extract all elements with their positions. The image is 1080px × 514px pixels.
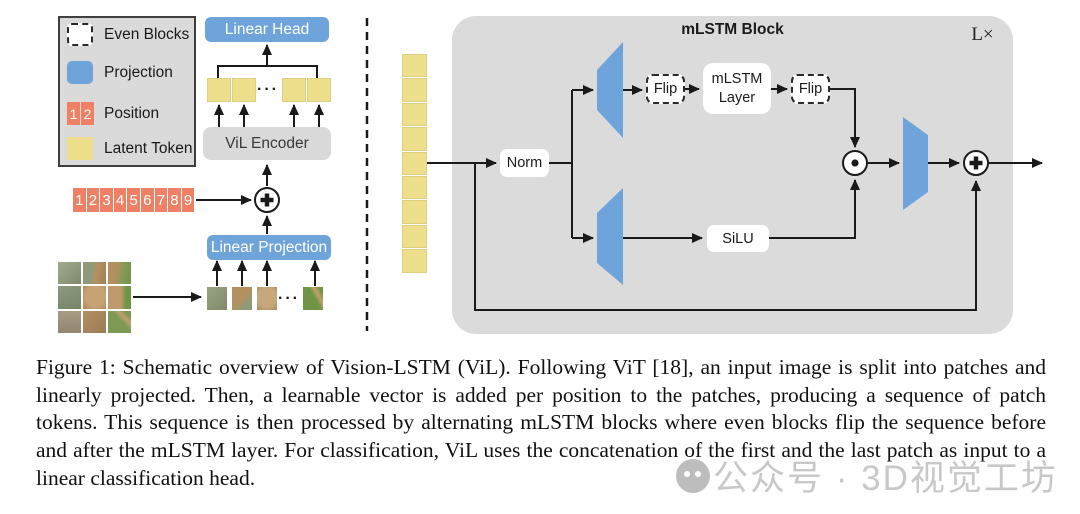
legend-item-position: 1 2 Position bbox=[67, 102, 159, 125]
image-cell bbox=[58, 286, 81, 309]
latent-token-swatch-icon bbox=[67, 137, 93, 160]
residual-skip-connection bbox=[474, 163, 981, 311]
down-projection-trapezoid bbox=[903, 117, 928, 210]
image-cell bbox=[108, 286, 131, 309]
linear-projection-box: Linear Projection bbox=[207, 235, 331, 260]
latent-token bbox=[402, 200, 427, 224]
legend-item-even-blocks: Even Blocks bbox=[67, 23, 189, 46]
mlstm-layer-line2: Layer bbox=[718, 89, 756, 106]
diagram-wires bbox=[133, 18, 1043, 331]
position-token: 2 bbox=[86, 188, 100, 212]
add-circle-left bbox=[254, 187, 280, 213]
image-patch bbox=[232, 287, 252, 310]
up-projection-trapezoid-2 bbox=[597, 188, 623, 285]
image-cell bbox=[108, 262, 131, 285]
arrow-silu-to-multiply bbox=[769, 179, 860, 239]
image-patch bbox=[303, 287, 323, 310]
position-token: 8 bbox=[168, 188, 181, 212]
legend-label: Latent Token bbox=[104, 139, 193, 157]
input-image bbox=[58, 262, 131, 333]
position-embedding-row: 1 2 3 4 5 6 7 8 9 bbox=[73, 188, 195, 212]
legend: Even Blocks Projection 1 2 Position Late… bbox=[58, 16, 196, 167]
legend-item-projection: Projection bbox=[67, 61, 173, 84]
image-patch bbox=[207, 287, 227, 310]
image-cell bbox=[58, 310, 81, 333]
position-token: 1 bbox=[73, 188, 86, 212]
position-swatch-2: 2 bbox=[81, 102, 94, 125]
figure-canvas: Even Blocks Projection 1 2 Position Late… bbox=[58, 16, 1043, 334]
multiply-circle bbox=[842, 150, 868, 176]
up-projection-trapezoid-1 bbox=[597, 42, 623, 138]
latent-token bbox=[402, 102, 427, 127]
projection-swatch-icon bbox=[67, 61, 93, 84]
latent-token bbox=[232, 78, 256, 102]
flip-box-2: Flip bbox=[791, 74, 830, 104]
image-cell bbox=[58, 262, 81, 285]
image-cell bbox=[108, 310, 131, 333]
norm-branch-line bbox=[548, 90, 573, 238]
position-swatch-icon: 1 2 bbox=[67, 102, 94, 125]
image-patch bbox=[257, 287, 277, 310]
ellipsis-tokens: ··· bbox=[257, 81, 279, 98]
mlstm-layer-box: mLSTM Layer bbox=[703, 63, 771, 114]
latent-token bbox=[402, 54, 427, 78]
latent-token bbox=[207, 78, 231, 102]
latent-token bbox=[402, 175, 427, 200]
silu-box: SiLU bbox=[707, 225, 769, 252]
latent-token bbox=[402, 78, 427, 102]
legend-item-latent-token: Latent Token bbox=[67, 137, 192, 160]
image-cell bbox=[83, 310, 106, 333]
add-circle-right bbox=[963, 150, 989, 176]
position-token: 7 bbox=[154, 188, 168, 212]
latent-token bbox=[402, 249, 427, 273]
legend-label: Projection bbox=[104, 63, 173, 81]
position-token: 9 bbox=[181, 188, 195, 212]
image-cell bbox=[83, 262, 106, 285]
mlstm-block-title: mLSTM Block bbox=[681, 21, 784, 38]
latent-token bbox=[402, 224, 427, 249]
figure-caption: Figure 1: Schematic overview of Vision-L… bbox=[36, 355, 1046, 490]
mlstm-layer-line1: mLSTM bbox=[711, 70, 763, 87]
position-token: 6 bbox=[140, 188, 154, 212]
latent-token bbox=[282, 78, 306, 102]
latent-token bbox=[402, 151, 427, 175]
input-token-column bbox=[402, 54, 427, 273]
flip-box-1: Flip bbox=[646, 74, 685, 104]
norm-box: Norm bbox=[500, 149, 549, 177]
latent-token bbox=[307, 78, 331, 102]
legend-label: Even Blocks bbox=[104, 25, 190, 43]
vil-encoder-box: ViL Encoder bbox=[203, 127, 331, 160]
legend-label: Position bbox=[104, 104, 160, 122]
position-token: 5 bbox=[127, 188, 140, 212]
position-token: 3 bbox=[100, 188, 113, 212]
image-cell bbox=[83, 286, 106, 309]
linear-head-box: Linear Head bbox=[205, 17, 329, 42]
ellipsis-patches: ··· bbox=[278, 290, 300, 307]
position-swatch-1: 1 bbox=[67, 102, 80, 125]
position-token: 4 bbox=[113, 188, 127, 212]
repeat-count-label: L× bbox=[971, 24, 994, 45]
arrow-flip2-to-multiply bbox=[830, 88, 860, 148]
latent-token bbox=[402, 127, 427, 151]
even-blocks-swatch-icon bbox=[67, 23, 93, 46]
